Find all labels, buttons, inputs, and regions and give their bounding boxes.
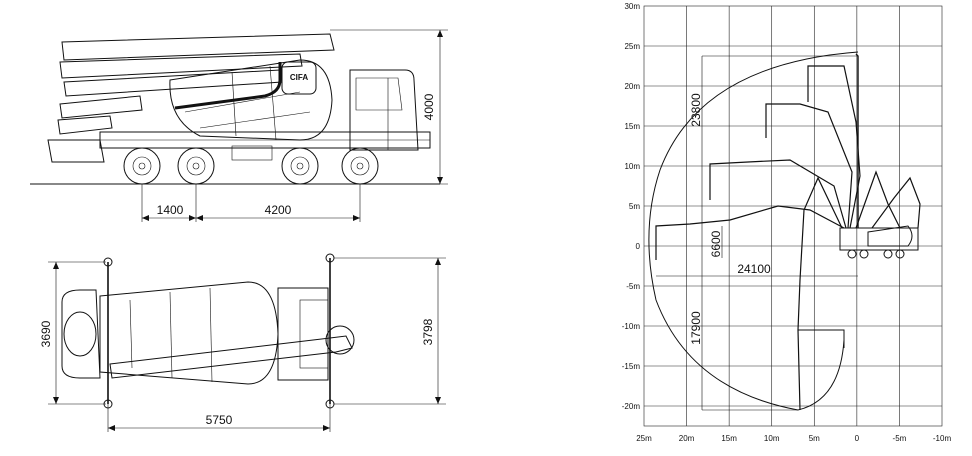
boom-top: [109, 335, 353, 379]
wheel-2: [177, 147, 215, 185]
max-depth-label: 17900: [689, 311, 703, 345]
y-tick-label: 10m: [624, 162, 640, 171]
y-tick-label: -10m: [622, 322, 641, 331]
reach-chart-x-ticks: 25m 20m 15m 10m 5m 0 -5m -10m: [636, 434, 951, 443]
wheel-1: [123, 147, 161, 185]
y-tick-label: 0: [636, 242, 641, 251]
axle-spacing-2-label: 4200: [265, 203, 292, 217]
boom-turret: [281, 61, 317, 95]
x-tick-label: 20m: [679, 434, 695, 443]
axle-dimensions: 1400 4200: [141, 184, 361, 222]
axle-spacing-1-label: 1400: [157, 203, 184, 217]
length-dimension: 5750: [107, 404, 331, 432]
x-tick-label: 0: [855, 434, 860, 443]
working-envelope-curve: [648, 51, 859, 411]
chart-border: [643, 5, 943, 427]
boom-section-2: [59, 53, 303, 79]
boom-section-3: [63, 69, 283, 97]
x-tick-label: -5m: [893, 434, 907, 443]
side-view-drawing: CIFA: [30, 33, 440, 185]
height-dimension: 4000: [330, 29, 448, 185]
truck-cab: [349, 69, 419, 151]
x-tick-label: 25m: [636, 434, 652, 443]
height-label: 4000: [422, 93, 436, 120]
rear-hopper: [47, 139, 105, 163]
x-tick-label: 15m: [721, 434, 737, 443]
cab-top: [61, 289, 101, 379]
boom-section-4: [59, 95, 143, 119]
reach-chart-y-ticks: 30m 25m 20m 15m 10m 5m 0 -5m -10m -15m -20m: [622, 2, 641, 411]
min-height-label: 6600: [709, 230, 723, 257]
envelope-under-curve: [797, 332, 845, 411]
brand-logo: CIFA: [290, 73, 308, 82]
rear-width-label: 3798: [421, 318, 435, 345]
length-label: 5750: [206, 413, 233, 427]
y-tick-label: 30m: [624, 2, 640, 11]
y-tick-label: -15m: [622, 362, 641, 371]
wheel-3: [281, 147, 319, 185]
top-view-drawing: [61, 253, 355, 409]
x-tick-label: 5m: [809, 434, 820, 443]
max-height-label: 23800: [689, 93, 703, 127]
boom-section-1: [61, 33, 335, 61]
reach-chart-grid: [643, 5, 943, 427]
x-tick-label: 10m: [764, 434, 780, 443]
y-tick-label: 20m: [624, 82, 640, 91]
front-width-label: 3690: [39, 320, 53, 347]
y-tick-label: 25m: [624, 42, 640, 51]
turret-top: [325, 325, 355, 355]
x-tick-label: -10m: [933, 434, 952, 443]
rear-width-dimension: 3798: [334, 257, 446, 405]
mixer-drum: [169, 59, 333, 141]
max-reach-label: 24100: [737, 262, 771, 276]
rear-chassis: [277, 287, 329, 381]
chart-truck: [839, 225, 919, 259]
front-width-dimension: 3690: [39, 261, 106, 405]
reach-dimensions: 23800 6600 24100 17900: [656, 55, 858, 411]
wheel-4: [341, 147, 379, 185]
y-tick-label: 5m: [629, 202, 640, 211]
y-tick-label: -5m: [626, 282, 640, 291]
y-tick-label: -20m: [622, 402, 641, 411]
y-tick-label: 15m: [624, 122, 640, 131]
